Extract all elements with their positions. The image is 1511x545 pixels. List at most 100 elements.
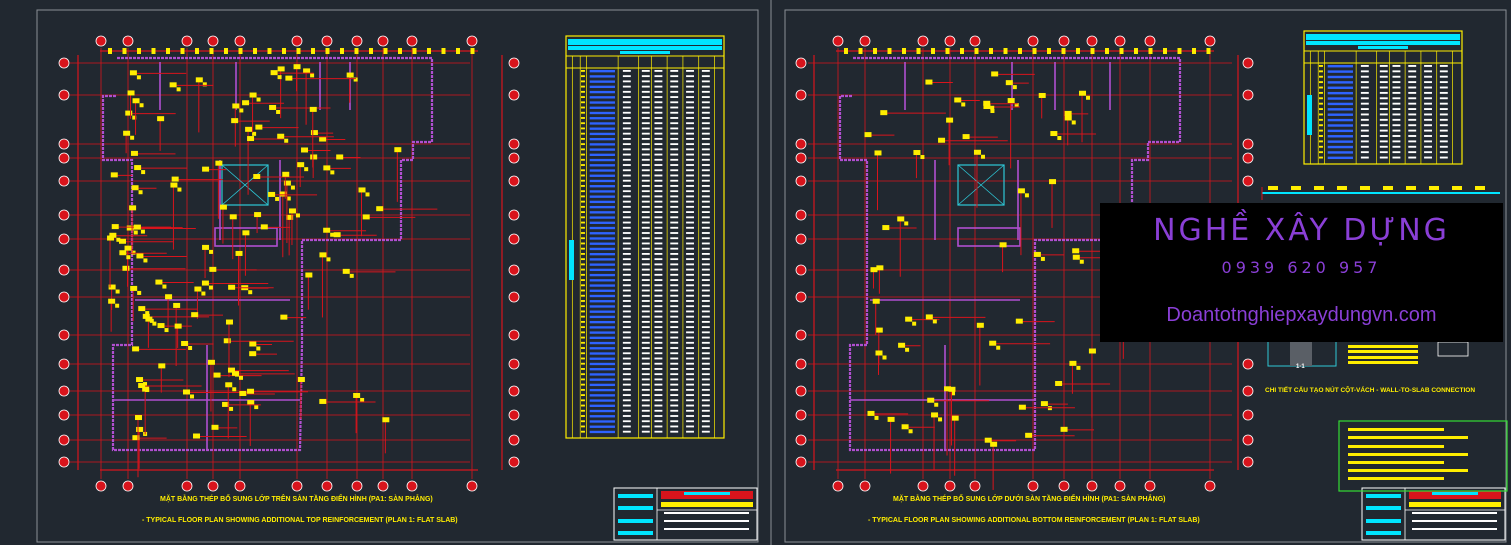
title-block-field (1366, 519, 1401, 523)
rebar-tag (123, 130, 131, 136)
section-label: 1-1 (1296, 364, 1305, 370)
grid-bubble (508, 358, 520, 370)
rebar-tag (304, 167, 309, 172)
rebar-tag (323, 165, 331, 171)
table-row-bar (589, 315, 615, 319)
table-cell-value (686, 153, 694, 156)
rebar-tag (1018, 404, 1026, 410)
table-cell-value (622, 420, 631, 423)
rebar-tag (285, 75, 293, 81)
grid-bubble (969, 480, 981, 492)
grid-bubble (234, 480, 246, 492)
table-title-bar (1306, 34, 1460, 40)
grid-bubble (508, 152, 520, 164)
table-cell-value (670, 106, 679, 109)
detail-dim-tag (1314, 186, 1324, 190)
rebar-tag (189, 394, 194, 399)
rebar-tag (141, 170, 146, 175)
table-cell-value (654, 85, 663, 88)
table-cell-value (641, 226, 650, 229)
table-cell-value (701, 185, 710, 187)
floor-plan-bottom-reinforcement (795, 35, 1254, 492)
table-cell-value (1439, 81, 1448, 84)
table-cell-value (641, 310, 650, 313)
table-row-bar (589, 320, 615, 324)
table-cell-value (1392, 113, 1401, 116)
table-side-marker (569, 240, 574, 280)
rebar-tag (219, 204, 227, 210)
table-cell-value (686, 289, 694, 292)
grid-bubble (795, 138, 807, 150)
table-row-bar (589, 205, 615, 209)
grid-bubble (321, 35, 333, 47)
rebar-tag (283, 180, 291, 186)
table-cell-value (622, 169, 631, 172)
table-cell-value (622, 237, 631, 240)
table-cell-mark (581, 305, 585, 308)
table-cell-value (670, 258, 679, 261)
table-cell-mark (581, 383, 585, 386)
table-cell-value (670, 362, 679, 365)
table-row-bar (589, 362, 615, 366)
table-cell-value (654, 341, 663, 344)
table-cell-value (670, 174, 679, 177)
table-cell-value (686, 305, 694, 308)
detail-dim-tag (1360, 186, 1370, 190)
table-cell-mark (581, 294, 585, 297)
table-cell-value (641, 383, 650, 386)
grid-bubble (1144, 35, 1156, 47)
dimension-tick (253, 48, 257, 54)
table-cell-mark (581, 273, 585, 276)
title-block (613, 487, 758, 541)
table-cell-value (670, 101, 679, 104)
table-cell-value (622, 357, 631, 360)
table-cell-value (654, 300, 663, 302)
table-cell-value (670, 226, 679, 229)
table-cell-mark (1319, 91, 1323, 94)
dimension-tick (1134, 48, 1138, 54)
table-row-bar (589, 85, 615, 89)
table-cell-value (701, 310, 710, 313)
rebar-tag (124, 245, 132, 251)
table-cell-value (701, 430, 710, 433)
rebar-tag (268, 191, 276, 197)
rebar-tag (239, 108, 244, 113)
grid-bubble (291, 480, 303, 492)
table-row-bar (1327, 108, 1353, 111)
table-cell-value (622, 263, 631, 266)
table-cell-value (670, 242, 679, 245)
table-cell-value (701, 122, 710, 125)
table-cell-value (670, 315, 679, 318)
table-cell-value (1408, 140, 1417, 143)
table-cell-value (670, 90, 679, 93)
table-cell-value (654, 148, 663, 151)
rebar-tag (336, 154, 344, 160)
table-row-bar (589, 90, 615, 94)
detail-dim-tag (1429, 186, 1439, 190)
table-cell-value (670, 85, 679, 88)
rebar-tag (242, 230, 250, 236)
rebar-tag (248, 290, 253, 295)
detail-caption: CHI TIẾT CẤU TẠO NÚT CỘT-VÁCH - WALL-TO-… (1265, 387, 1476, 394)
rebar-tag (254, 212, 262, 218)
table-cell-value (641, 289, 650, 292)
table-row-bar (589, 242, 615, 245)
dimension-tick (166, 48, 170, 54)
rebar-tag (181, 340, 189, 346)
rebar-tag (1038, 92, 1046, 98)
table-row-bar (589, 420, 615, 423)
table-cell-mark (581, 132, 585, 135)
grid-bubble (795, 456, 807, 468)
table-row-bar (589, 388, 615, 392)
grid-bubble (291, 35, 303, 47)
rebar-tag (870, 267, 878, 273)
table-row-bar (589, 341, 615, 345)
table-cell-value (701, 294, 710, 297)
grid-bubble (508, 175, 520, 187)
table-cell-value (622, 305, 631, 308)
rebar-tag (169, 82, 177, 88)
rebar-tag (1088, 348, 1096, 354)
rebar-tag (135, 415, 143, 421)
table-cell-value (670, 158, 679, 161)
table-cell-value (654, 378, 663, 381)
